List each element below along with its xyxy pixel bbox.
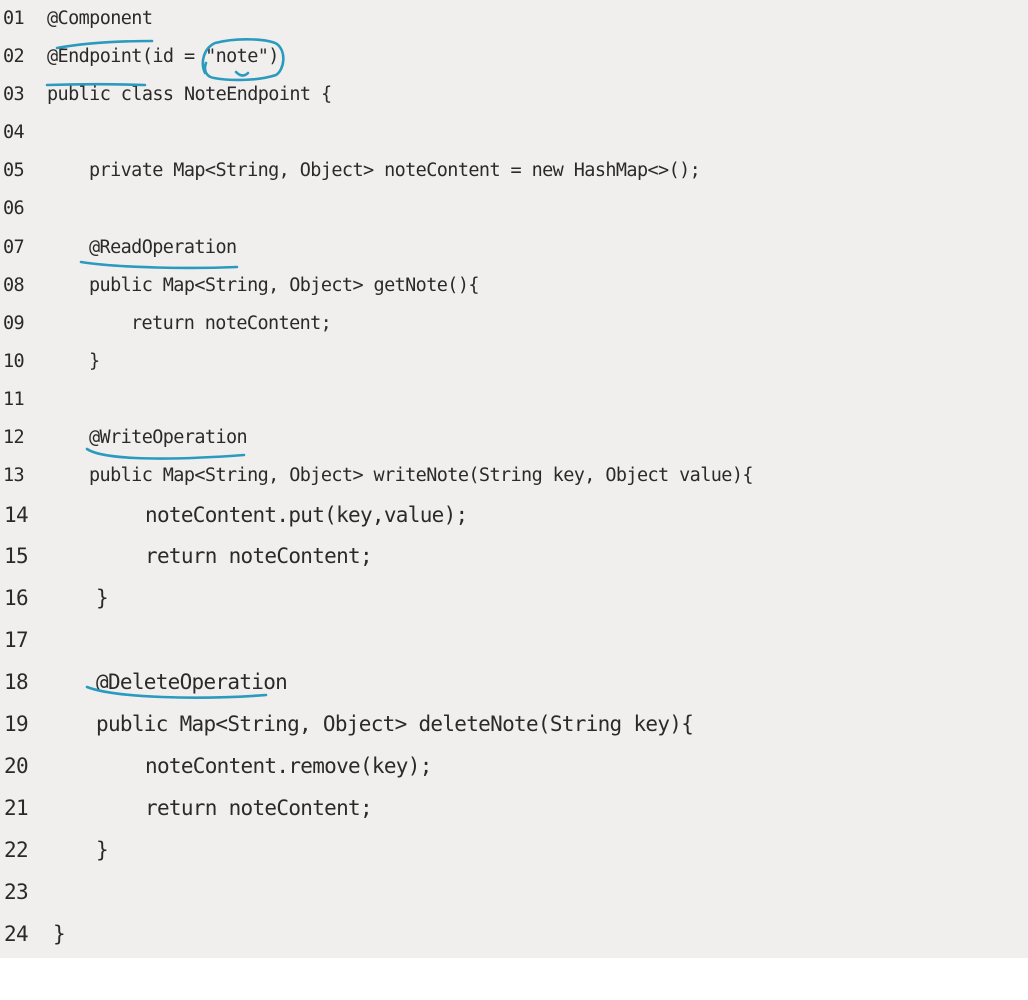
line-code: public Map<String, Object> getNote(){ [89, 275, 480, 296]
line-code: public Map<String, Object> writeNote(Str… [89, 465, 754, 486]
line-number: 24 [4, 922, 29, 946]
line-number: 08 [3, 275, 25, 296]
line-number: 12 [3, 427, 25, 448]
line-code: public Map<String, Object> deleteNote(St… [96, 712, 694, 736]
line-code: return noteContent; [145, 544, 373, 568]
line-code: } [89, 351, 100, 372]
line-number: 20 [4, 754, 29, 778]
line-code: public class NoteEndpoint { [47, 84, 332, 105]
line-number: 05 [3, 160, 25, 181]
line-code: return noteContent; [131, 313, 332, 334]
code-block-upper: 01 @Component 02 @Endpoint(id = "note") 03 pu… [0, 0, 1028, 500]
line-number: 15 [4, 544, 29, 568]
line-number: 21 [4, 796, 29, 820]
line-code: private Map<String, Object> noteContent … [89, 160, 701, 181]
line-number: 09 [3, 313, 25, 334]
line-code: @Endpoint(id = "note") [47, 46, 279, 67]
line-code: noteContent.remove(key); [145, 754, 432, 778]
line-number: 03 [3, 84, 25, 105]
line-number: 11 [3, 389, 25, 410]
line-code: @WriteOperation [89, 427, 248, 448]
line-code: } [53, 922, 66, 946]
line-code: return noteContent; [145, 796, 373, 820]
line-number: 04 [3, 122, 25, 143]
line-number: 18 [4, 670, 29, 694]
line-number: 16 [4, 586, 29, 610]
line-number: 22 [4, 838, 29, 862]
code-block-lower: 14 noteContent.put(key,value); 15 return no… [0, 500, 1028, 958]
line-number: 10 [3, 351, 25, 372]
line-code: } [96, 838, 109, 862]
line-number: 13 [3, 465, 25, 486]
line-number: 07 [3, 237, 25, 258]
line-code: noteContent.put(key,value); [145, 503, 468, 527]
line-number: 19 [4, 712, 29, 736]
line-number: 23 [4, 880, 29, 904]
line-code: @Component [47, 8, 153, 29]
line-code: @DeleteOperation [96, 670, 288, 694]
line-code: @ReadOperation [89, 237, 237, 258]
line-number: 02 [3, 46, 25, 67]
line-code: } [96, 586, 109, 610]
line-number: 01 [3, 8, 25, 29]
line-number: 14 [4, 503, 29, 527]
line-number: 06 [3, 198, 25, 219]
line-number: 17 [4, 628, 29, 652]
